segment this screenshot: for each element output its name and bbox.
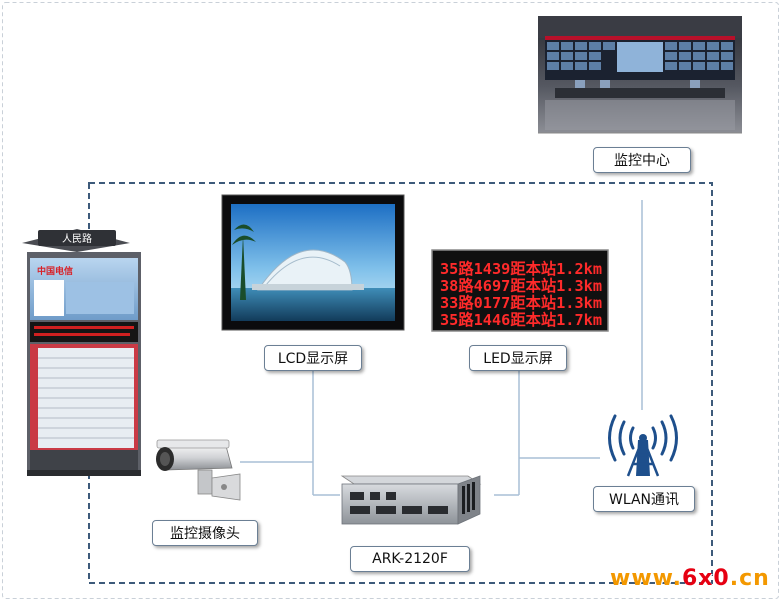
kiosk-sign: 人民路: [62, 232, 92, 245]
video-wall: [547, 42, 733, 70]
wlan-tower-icon: [608, 414, 678, 477]
kiosk-brand: 中国电信: [37, 265, 73, 277]
bus-stop-kiosk: 人民路 中国电信: [22, 229, 141, 476]
computer-label: ARK-2120F: [350, 546, 470, 572]
led-screen-label: LED显示屏: [469, 345, 567, 371]
led-row: 35路1439距本站1.2km: [440, 259, 602, 278]
wlan-label: WLAN通讯: [593, 486, 695, 512]
outer-frame: [2, 2, 779, 599]
led-row: 35路1446距本站1.7km: [440, 310, 602, 329]
lcd-screen-label: LCD显示屏: [264, 345, 362, 371]
led-row: 33路0177距本站1.3km: [440, 293, 602, 312]
camera-image: [156, 439, 241, 501]
led-row: 38路4697距本站1.3km: [440, 276, 602, 295]
monitoring-center-photo: [538, 16, 742, 133]
lcd-display-image: [221, 194, 405, 331]
watermark-main: 6x0: [681, 566, 730, 591]
led-display-image: 35路1439距本站1.2km 38路4697距本站1.3km 33路0177距…: [431, 249, 609, 332]
watermark-prefix: www.: [610, 566, 682, 591]
watermark-suffix: .cn: [729, 566, 770, 591]
watermark: www.6x0.cn: [610, 566, 770, 591]
connector-lines: [240, 200, 643, 496]
monitoring-center-label: 监控中心: [593, 147, 691, 173]
camera-label: 监控摄像头: [152, 520, 258, 546]
ark-computer-image: [340, 475, 482, 525]
